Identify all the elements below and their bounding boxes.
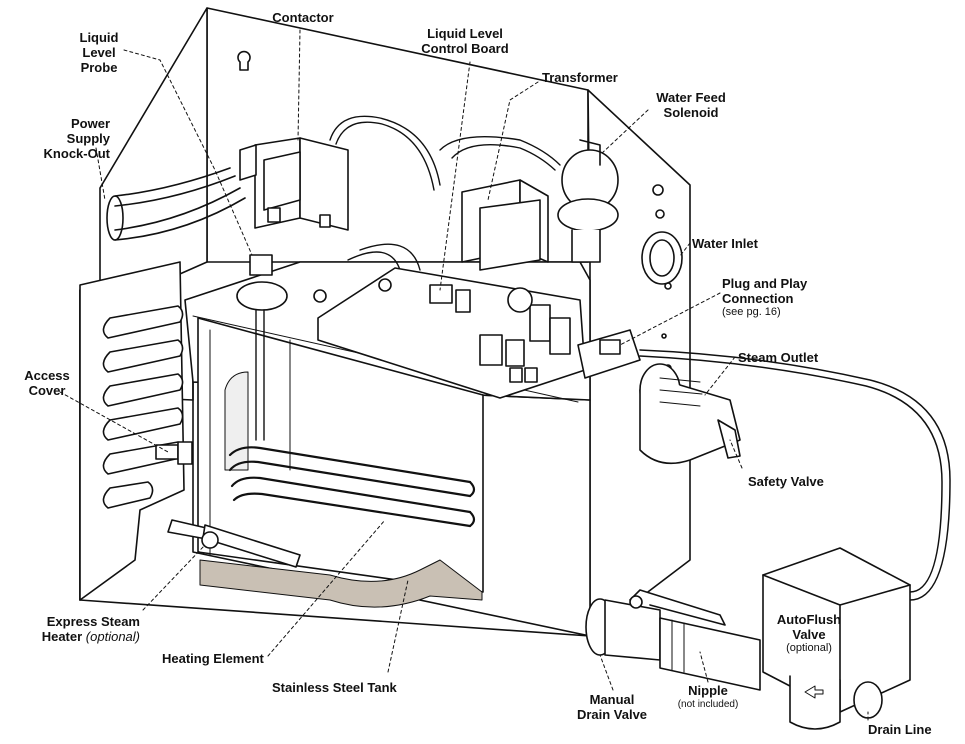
label-express-steam-heater-word: Heater bbox=[41, 629, 83, 644]
label-autoflush-line1: AutoFlush bbox=[776, 612, 842, 627]
label-contactor-text: Contactor bbox=[272, 10, 334, 25]
control-board bbox=[313, 267, 586, 399]
label-power-supply-knockout: Power Supply Knock-Out bbox=[18, 116, 110, 161]
label-autoflush-note: (optional) bbox=[786, 642, 832, 654]
label-liquid-level-probe-line3: Probe bbox=[80, 60, 118, 75]
leader-lines bbox=[59, 29, 869, 721]
contactor-unit bbox=[239, 137, 349, 231]
plug-and-play-connector bbox=[577, 329, 641, 379]
wiring-harness bbox=[329, 115, 561, 271]
label-control-board: Liquid Level Control Board bbox=[410, 26, 520, 56]
autoflush-valve bbox=[762, 547, 911, 730]
label-express-steam-note: (optional) bbox=[85, 629, 140, 644]
label-power-supply-line1: Power bbox=[70, 116, 110, 131]
label-stainless-steel-tank-text: Stainless Steel Tank bbox=[272, 680, 397, 695]
liquid-level-probe bbox=[236, 254, 288, 441]
label-safety-valve: Safety Valve bbox=[748, 474, 848, 489]
label-access-cover: Access Cover bbox=[18, 368, 76, 398]
label-plug-and-play: Plug and Play Connection (see pg. 16) bbox=[722, 276, 832, 319]
label-manual-drain-line2: Drain Valve bbox=[576, 707, 648, 722]
label-stainless-steel-tank: Stainless Steel Tank bbox=[272, 680, 422, 695]
label-liquid-level-probe: Liquid Level Probe bbox=[70, 30, 128, 75]
water-inlet-fitting bbox=[641, 231, 683, 285]
power-supply-conduit bbox=[106, 167, 246, 241]
label-plug-and-play-line2: Connection bbox=[722, 291, 794, 306]
stainless-steel-tank-body bbox=[197, 317, 484, 593]
label-water-feed-solenoid-line2: Solenoid bbox=[663, 105, 719, 120]
label-power-supply-line3: Knock-Out bbox=[43, 146, 110, 161]
label-drain-line: Drain Line bbox=[868, 722, 958, 737]
keyhole-slot-left bbox=[237, 50, 251, 71]
label-water-inlet-text: Water Inlet bbox=[692, 236, 758, 251]
label-safety-valve-text: Safety Valve bbox=[748, 474, 824, 489]
label-manual-drain-valve: Manual Drain Valve bbox=[572, 692, 652, 722]
label-access-cover-line1: Access bbox=[24, 368, 70, 383]
heating-element bbox=[228, 446, 476, 528]
steam-outlet bbox=[639, 363, 741, 465]
label-nipple: Nipple (not included) bbox=[668, 683, 748, 711]
label-express-steam-line2: Heater (optional) bbox=[20, 629, 140, 644]
nipple-pipe bbox=[659, 617, 761, 691]
label-water-feed-solenoid: Water Feed Solenoid bbox=[646, 90, 736, 120]
label-express-steam-line1: Express Steam bbox=[46, 614, 140, 629]
label-water-inlet: Water Inlet bbox=[692, 236, 792, 251]
label-steam-outlet-text: Steam Outlet bbox=[738, 350, 819, 365]
manual-drain-valve bbox=[585, 589, 726, 661]
label-plug-and-play-line1: Plug and Play bbox=[722, 276, 808, 291]
label-nipple-note: (not included) bbox=[677, 699, 739, 710]
water-feed-solenoid bbox=[557, 139, 619, 263]
label-steam-outlet: Steam Outlet bbox=[738, 350, 838, 365]
label-heating-element-text: Heating Element bbox=[162, 651, 264, 666]
label-control-board-line1: Liquid Level bbox=[427, 26, 503, 41]
tank-insulation bbox=[199, 559, 483, 608]
transformer bbox=[461, 179, 549, 271]
label-liquid-level-probe-line2: Level bbox=[82, 45, 116, 60]
label-access-cover-line2: Cover bbox=[28, 383, 66, 398]
label-autoflush-valve: AutoFlush Valve (optional) bbox=[763, 612, 855, 655]
label-express-steam-heater: Express Steam Heater (optional) bbox=[20, 614, 140, 644]
label-autoflush-line2: Valve bbox=[792, 627, 826, 642]
label-transformer: Transformer bbox=[542, 70, 642, 85]
access-cover-panel bbox=[79, 261, 185, 601]
label-transformer-text: Transformer bbox=[542, 70, 618, 85]
express-steam-heater bbox=[167, 519, 301, 568]
label-liquid-level-probe-line1: Liquid bbox=[79, 30, 119, 45]
label-nipple-text: Nipple bbox=[688, 683, 728, 698]
autoflush-cable bbox=[639, 349, 951, 601]
label-manual-drain-line1: Manual bbox=[589, 692, 635, 707]
label-water-feed-solenoid-line1: Water Feed bbox=[656, 90, 726, 105]
label-plug-and-play-note: (see pg. 16) bbox=[722, 306, 781, 318]
label-power-supply-line2: Supply bbox=[66, 131, 110, 146]
label-control-board-line2: Control Board bbox=[421, 41, 509, 56]
label-heating-element: Heating Element bbox=[162, 651, 282, 666]
label-contactor: Contactor bbox=[258, 10, 348, 25]
label-drain-line-text: Drain Line bbox=[868, 722, 932, 737]
